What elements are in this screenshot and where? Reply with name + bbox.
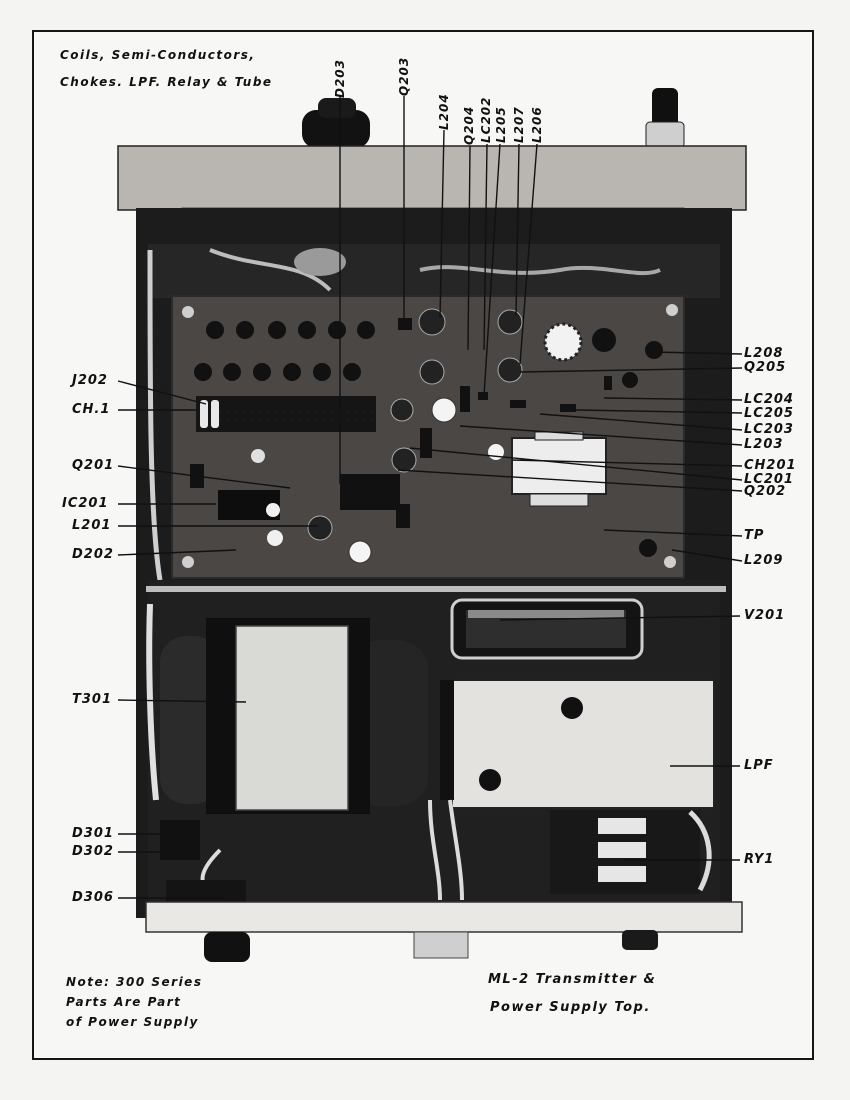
label-l204: L204	[437, 93, 451, 130]
header-note-line1: Coils, Semi-Conductors,	[60, 48, 256, 62]
label-l209: L209	[744, 553, 784, 568]
label-ry1: RY1	[744, 852, 775, 867]
footer-note-line2: Parts Are Part	[66, 995, 182, 1009]
label-lc204: LC204	[744, 392, 794, 407]
label-d203: D203	[333, 58, 347, 98]
label-lc203: LC203	[744, 422, 794, 437]
front-panel	[117, 145, 747, 211]
label-lc202: LC202	[479, 96, 493, 143]
label-ch201: CH201	[744, 458, 797, 473]
label-d202: D202	[72, 547, 114, 562]
label-lpf: LPF	[744, 758, 774, 773]
label-l201: L201	[72, 518, 112, 533]
label-j202: J202	[72, 373, 108, 388]
label-lc201: LC201	[744, 472, 794, 487]
label-l207: L207	[512, 106, 526, 143]
caption-line1: ML-2 Transmitter &	[488, 972, 657, 987]
footer-note-line3: of Power Supply	[66, 1015, 199, 1029]
label-q204: Q204	[462, 105, 476, 145]
trimmer-rows	[194, 321, 375, 381]
label-ic201: IC201	[62, 496, 109, 511]
heatsink	[543, 322, 583, 362]
header-note-line2: Chokes. LPF. Relay & Tube	[60, 75, 273, 89]
tuning-knob	[302, 110, 370, 148]
rf-coils	[307, 308, 663, 557]
label-l206: L206	[530, 106, 544, 143]
label-l208: L208	[744, 346, 784, 361]
label-l205: L205	[494, 106, 508, 143]
label-t301: T301	[72, 692, 113, 707]
label-q205: Q205	[744, 360, 787, 375]
label-q202: Q202	[744, 484, 787, 499]
chassis-rail	[145, 901, 743, 933]
label-d301: D301	[72, 826, 114, 841]
label-tp: TP	[744, 528, 765, 543]
label-d302: D302	[72, 844, 114, 859]
caption-line2: Power Supply Top.	[490, 1000, 651, 1015]
label-q203: Q203	[397, 56, 411, 96]
label-d306: D306	[72, 890, 114, 905]
label-ch1: CH.1	[72, 402, 111, 417]
label-v201: V201	[744, 608, 786, 623]
t301-core-left	[160, 636, 220, 804]
label-lc205: LC205	[744, 406, 794, 421]
label-l203: L203	[744, 437, 784, 452]
leader-lines	[117, 96, 743, 899]
footer-note-line1: Note: 300 Series	[66, 975, 203, 989]
label-q201: Q201	[72, 458, 115, 473]
control-knob	[652, 88, 678, 130]
